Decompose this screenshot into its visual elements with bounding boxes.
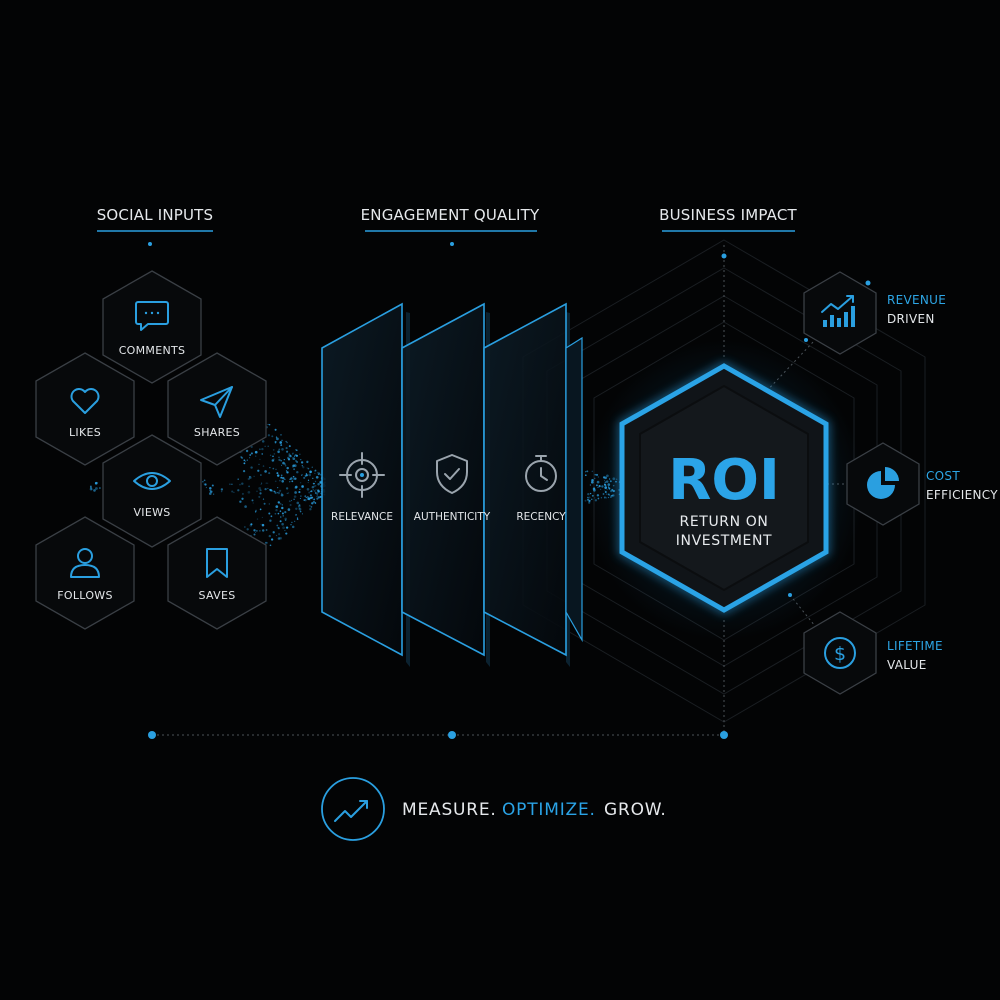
heart-icon [70, 388, 100, 414]
output-lifetime-value: $ LIFETIME VALUE [803, 611, 943, 695]
input-label-follows: FOLLOWS [57, 589, 112, 602]
bar-chart-icon [821, 295, 855, 327]
roi-subtitle-line1: RETURN ON [680, 514, 769, 530]
column-header-engagement-quality: ENGAGEMENT QUALITY [361, 206, 540, 246]
input-label-views: VIEWS [133, 506, 170, 519]
hex-saves: SAVES [167, 516, 267, 630]
filter-panels [321, 302, 583, 667]
roi-hexagon: ROI RETURN ON INVESTMENT [584, 340, 864, 640]
column-header-business-impact: BUSINESS IMPACT [659, 206, 797, 232]
trend-up-icon [321, 777, 385, 841]
filter-label-relevance: RELEVANCE [331, 511, 393, 523]
roi-title: ROI [668, 448, 780, 513]
tagline: MEASURE. OPTIMIZE. GROW. [321, 777, 667, 841]
hex-shares: SHARES [167, 352, 267, 466]
filter-authenticity: AUTHENTICITY [414, 454, 491, 523]
dollar-icon: $ [824, 637, 856, 669]
target-icon [339, 452, 385, 498]
filter-panel-authenticity [401, 302, 485, 657]
filter-panel-relevance [321, 302, 403, 657]
output-label-value: VALUE [887, 658, 927, 672]
hex-comments: COMMENTS [102, 270, 202, 384]
input-label-saves: SAVES [199, 589, 236, 602]
svg-text:ENGAGEMENT QUALITY: ENGAGEMENT QUALITY [361, 206, 540, 224]
tagline-measure: MEASURE. [402, 800, 497, 820]
hex-follows: FOLLOWS [35, 516, 135, 630]
svg-text:BUSINESS IMPACT: BUSINESS IMPACT [659, 206, 797, 224]
input-label-comments: COMMENTS [119, 344, 186, 357]
svg-text:SOCIAL INPUTS: SOCIAL INPUTS [97, 206, 214, 224]
output-cost-efficiency: COST EFFICIENCY [846, 442, 998, 526]
user-icon [70, 548, 100, 578]
output-label-driven: DRIVEN [887, 312, 935, 326]
eye-icon [133, 472, 171, 490]
filter-panel-recency [483, 302, 567, 657]
hex-views: VIEWS [102, 434, 202, 548]
tagline-optimize: OPTIMIZE. [502, 800, 596, 820]
pie-chart-icon [867, 467, 899, 499]
timeline-nodes [148, 253, 871, 739]
output-label-efficiency: EFFICIENCY [926, 488, 998, 502]
svg-text:$: $ [834, 643, 846, 665]
stopwatch-icon [525, 455, 557, 492]
column-header-social-inputs: SOCIAL INPUTS [97, 206, 214, 246]
filter-recency: RECENCY [516, 455, 566, 523]
hex-likes: LIKES [35, 352, 135, 466]
filter-relevance: RELEVANCE [331, 452, 393, 523]
output-label-lifetime: LIFETIME [887, 639, 943, 653]
bookmark-icon [206, 548, 228, 578]
input-label-likes: LIKES [69, 426, 101, 439]
comment-icon [135, 301, 169, 331]
output-revenue-driven: REVENUE DRIVEN [803, 271, 946, 355]
filter-label-authenticity: AUTHENTICITY [414, 511, 491, 523]
shield-check-icon [436, 454, 468, 494]
input-label-shares: SHARES [194, 426, 240, 439]
output-label-cost: COST [926, 469, 960, 483]
filter-label-recency: RECENCY [516, 511, 566, 523]
roi-subtitle-line2: INVESTMENT [676, 533, 772, 549]
tagline-grow: GROW. [604, 800, 667, 820]
output-label-revenue: REVENUE [887, 293, 946, 307]
send-icon [200, 386, 233, 418]
